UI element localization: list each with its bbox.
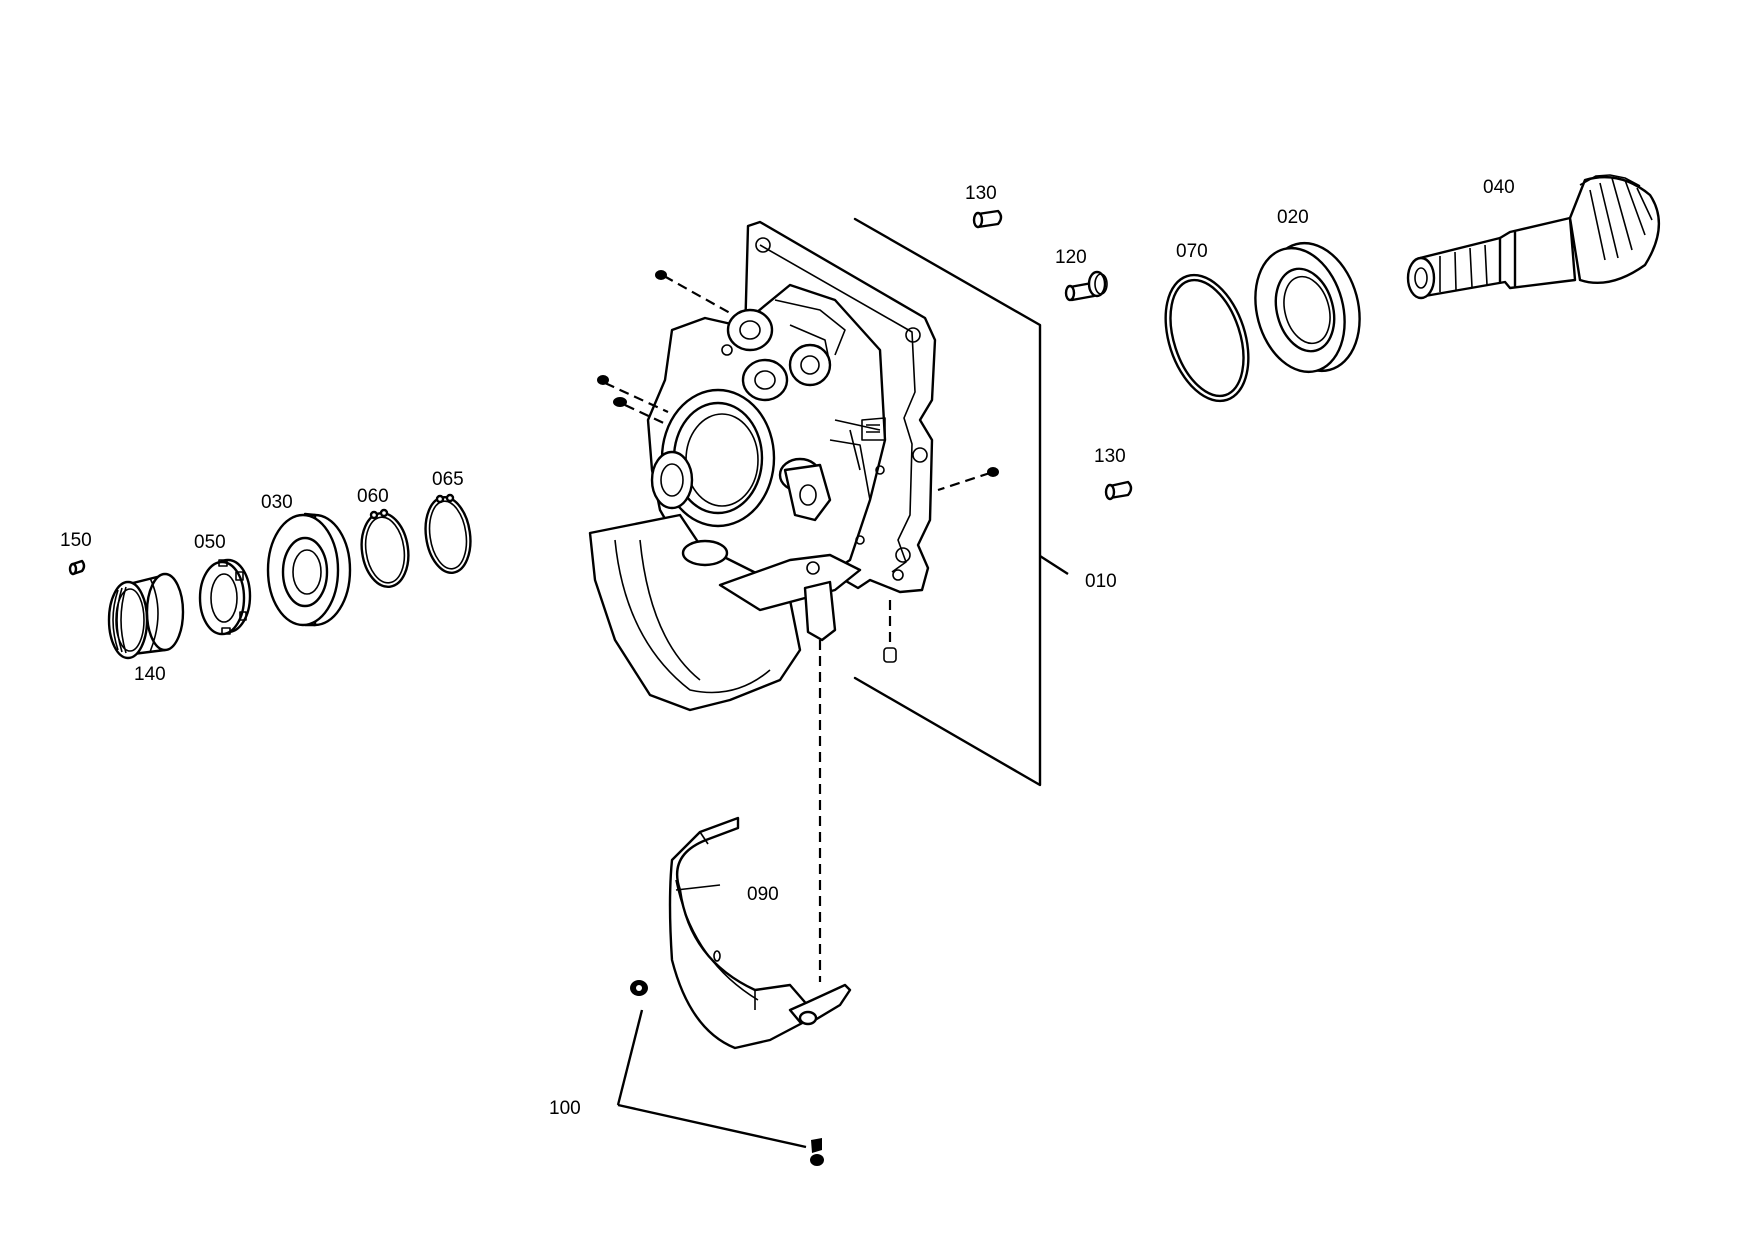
part-label-050: 050 (194, 532, 226, 553)
housing-plane-outline (853, 217, 1042, 787)
part-label-020: 020 (1277, 207, 1309, 228)
pinion-shaft-040 (1406, 174, 1661, 300)
part-label-030: 030 (261, 492, 293, 513)
part-label-130-top: 130 (965, 183, 997, 204)
sleeve-140 (107, 572, 185, 660)
housing-screws (597, 270, 999, 663)
part-label-140: 140 (134, 664, 166, 685)
snap-ring-065 (424, 493, 472, 574)
pin-130-middle (1104, 480, 1133, 501)
part-label-060: 060 (357, 486, 389, 507)
housing-cover (588, 220, 937, 712)
part-label-150: 150 (60, 530, 92, 551)
part-label-120: 120 (1055, 247, 1087, 268)
pin-130-top (972, 209, 1003, 229)
part-label-010: 010 (1085, 571, 1117, 592)
snap-ring-060 (360, 508, 410, 588)
part-label-070: 070 (1176, 241, 1208, 262)
leader-lines (616, 554, 1069, 1149)
part-label-090: 090 (747, 884, 779, 905)
bearing-030 (266, 512, 352, 627)
part-label-065: 065 (432, 469, 464, 490)
seal-020 (1254, 241, 1361, 374)
strap-090 (668, 816, 852, 1050)
assembly-lines (604, 275, 991, 982)
part-label-130-middle: 130 (1094, 446, 1126, 467)
fasteners-100 (630, 980, 824, 1166)
pin-150 (68, 559, 86, 576)
nut-050 (198, 558, 252, 636)
part-label-040: 040 (1483, 177, 1515, 198)
part-label-100: 100 (549, 1098, 581, 1119)
o-ring-070 (1164, 273, 1250, 403)
bolt-120 (1064, 270, 1108, 302)
